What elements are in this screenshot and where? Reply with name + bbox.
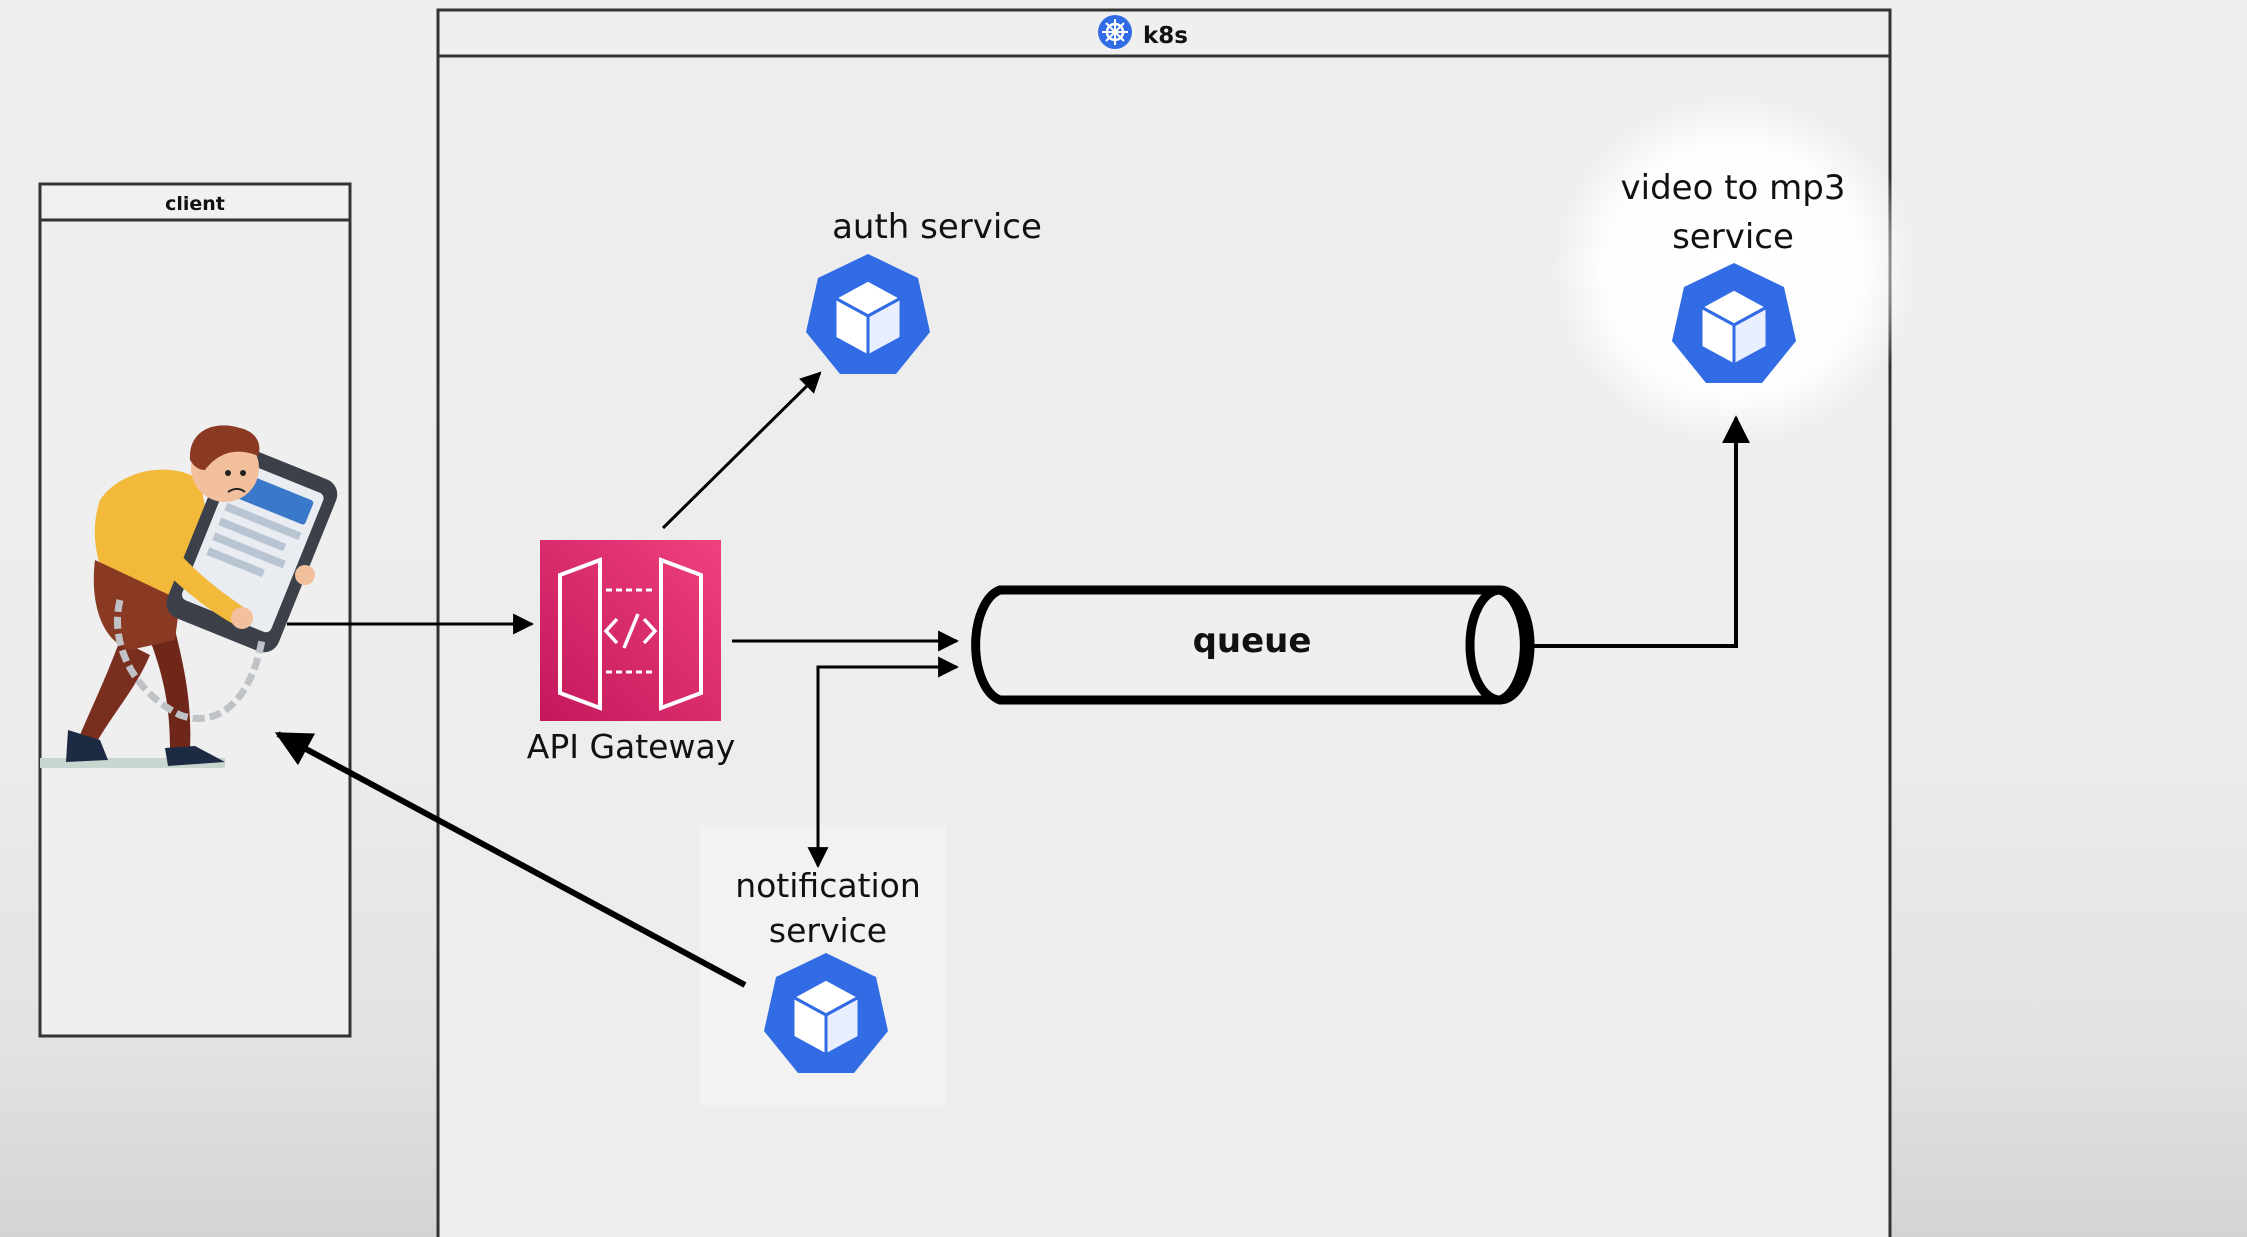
k8s-container-title: k8s: [1143, 23, 1188, 49]
client-container: client: [38, 182, 352, 1038]
connectors: [274, 371, 1750, 988]
queue-label: queue: [1193, 621, 1312, 661]
notification-to-client-arrow: [274, 731, 747, 988]
person-chained-to-phone-illustration: [40, 425, 338, 768]
notification-service-node: notification service: [735, 866, 921, 1075]
video-service-label-line1: video to mp3: [1621, 168, 1846, 208]
gateway-to-auth-arrow: [661, 371, 822, 530]
notification-service-label-line1: notification: [735, 866, 921, 905]
auth-service-label: auth service: [832, 207, 1042, 247]
video-to-mp3-service-node: video to mp3 service: [1621, 168, 1846, 385]
kubernetes-helm-icon: [1098, 15, 1132, 49]
queue-notification-arrow: [807, 656, 960, 869]
video-service-label-line2: service: [1672, 217, 1794, 257]
client-container-title: client: [165, 193, 225, 215]
auth-service-node: auth service: [804, 207, 1042, 376]
api-gateway-node: API Gateway: [527, 540, 735, 766]
api-gateway-label: API Gateway: [527, 727, 735, 766]
queue-cylinder: queue: [971, 585, 1535, 705]
queue-video-service-arrow: [1502, 415, 1750, 660]
notification-service-label-line2: service: [769, 911, 887, 950]
